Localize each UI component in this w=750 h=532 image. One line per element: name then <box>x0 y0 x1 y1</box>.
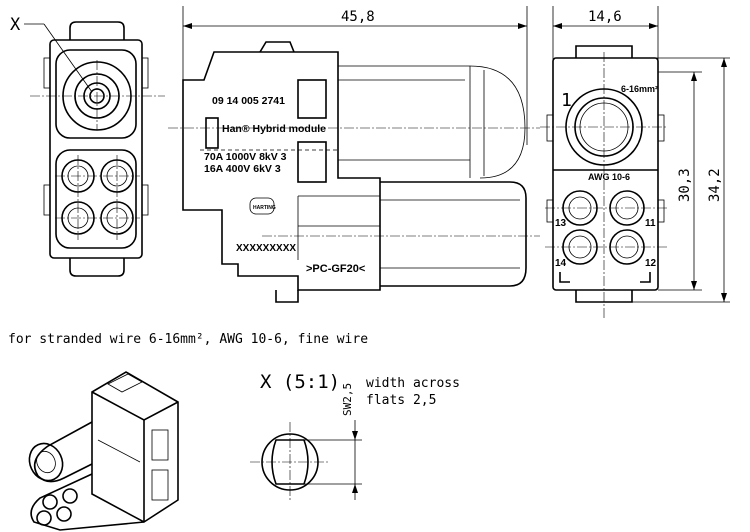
brand-logo-text: HARTING <box>253 205 276 211</box>
date-code: XXXXXXXXX <box>236 243 296 254</box>
sw-label: SW2,5 <box>341 383 354 416</box>
contact-13-label: 13 <box>555 218 567 229</box>
dimension-width: 14,6 <box>588 9 622 25</box>
dimension-length: 45,8 <box>341 9 375 25</box>
dimension-height-outer: 34,2 <box>707 168 723 202</box>
rating-line-1: 70A 1000V 8kV 3 <box>204 151 287 163</box>
contact-11-label: 11 <box>645 218 656 229</box>
isometric-view <box>28 371 179 531</box>
front-view: X <box>10 15 165 277</box>
dimension-height-inner: 30,3 <box>677 168 693 202</box>
rating-line-2: 16A 400V 6kV 3 <box>204 163 281 175</box>
brand-logo <box>249 197 275 215</box>
wire-size-label: 6-16mm² <box>621 84 658 94</box>
contact-14-label: 14 <box>555 258 567 269</box>
detail-x: X (5:1) SW2,5 width across flats 2,5 <box>250 371 460 502</box>
sw-desc-line1: width across <box>366 376 460 391</box>
wire-note: for stranded wire 6-16mm², AWG 10-6, fin… <box>8 332 368 347</box>
end-view: 14,6 1 6-16mm² AWG 10-6 13 11 14 12 <box>540 6 730 318</box>
part-number: 09 14 005 2741 <box>212 95 285 107</box>
side-view: 45,8 09 14 005 2741 Han® Hybrid mo <box>168 6 540 303</box>
detail-title: X (5:1) <box>260 371 340 393</box>
sw-desc-line2: flats 2,5 <box>366 393 436 408</box>
material-marking: >PC-GF20< <box>306 263 365 275</box>
module-name: Han® Hybrid module <box>222 123 326 135</box>
contact-12-label: 12 <box>645 258 657 269</box>
contact-1-label: 1 <box>561 90 572 111</box>
awg-label: AWG 10-6 <box>588 172 630 182</box>
detail-marker-x: X <box>10 15 21 35</box>
